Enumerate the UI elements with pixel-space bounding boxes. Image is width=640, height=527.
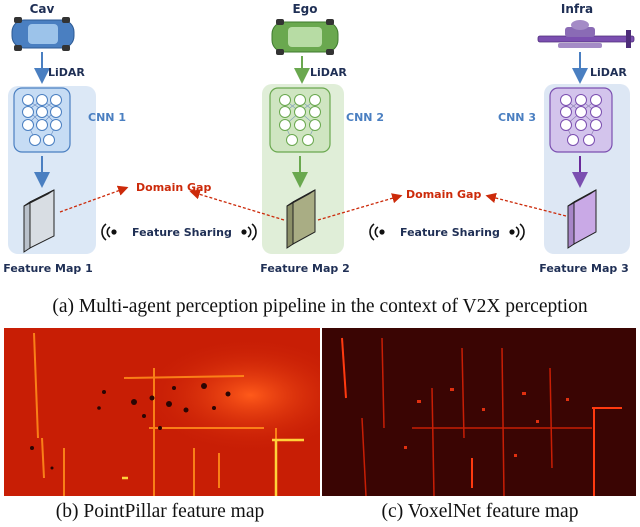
- feature-map-block-2: [286, 189, 316, 249]
- feature-map-block-1: [23, 189, 55, 253]
- pointpillar-feature-map: [4, 328, 320, 496]
- feature-map-block-3: [567, 189, 597, 249]
- agent-cav: Cav LiDAR: [3, 2, 126, 275]
- wifi-icon: [369, 223, 385, 241]
- agent-infra-name: Infra: [561, 2, 593, 16]
- cnn-label-3: CNN 3: [498, 111, 536, 124]
- feature-map-label-1: Feature Map 1: [3, 262, 92, 275]
- feature-sharing-right: Feature Sharing: [369, 223, 525, 241]
- feature-map-label-3: Feature Map 3: [539, 262, 628, 275]
- cnn-icon-1: [13, 87, 71, 153]
- car-icon: [11, 17, 75, 51]
- domain-gap-label-right: Domain Gap: [406, 188, 481, 201]
- feature-map-label-2: Feature Map 2: [260, 262, 349, 275]
- caption-main: (a) Multi-agent perception pipeline in t…: [52, 296, 588, 317]
- wifi-icon: [241, 223, 257, 241]
- feature-sharing-label-left: Feature Sharing: [132, 226, 232, 239]
- pipeline-diagram: Cav LiDAR: [3, 2, 635, 275]
- agent-cav-sensor: LiDAR: [48, 66, 85, 79]
- agent-infra-sensor: LiDAR: [590, 66, 627, 79]
- agent-ego: Ego LiDAR CNN: [260, 2, 384, 275]
- cnn-icon-2: [269, 87, 331, 153]
- feature-sharing-label-right: Feature Sharing: [400, 226, 500, 239]
- voxelnet-feature-map: [322, 328, 636, 496]
- car-icon-ego: [271, 19, 339, 55]
- wifi-icon: [101, 223, 117, 241]
- domain-gap-left: Domain Gap: [59, 181, 285, 221]
- agent-ego-name: Ego: [292, 2, 317, 16]
- agent-ego-sensor: LiDAR: [310, 66, 347, 79]
- cnn-label-2: CNN 2: [346, 111, 384, 124]
- agent-infra: Infra LiDAR CNN 3: [498, 2, 635, 275]
- domain-gap-label-left: Domain Gap: [136, 181, 211, 194]
- wifi-icon: [509, 223, 525, 241]
- caption-pointpillar: (b) PointPillar feature map: [55, 501, 265, 522]
- feature-sharing-left: Feature Sharing: [101, 223, 257, 241]
- caption-voxelnet: (c) VoxelNet feature map: [381, 501, 579, 522]
- domain-gap-right: Domain Gap: [317, 188, 567, 221]
- cnn-icon-3: [549, 87, 613, 153]
- agent-cav-name: Cav: [30, 2, 55, 16]
- infrastructure-icon: [537, 20, 635, 48]
- cnn-label-1: CNN 1: [88, 111, 126, 124]
